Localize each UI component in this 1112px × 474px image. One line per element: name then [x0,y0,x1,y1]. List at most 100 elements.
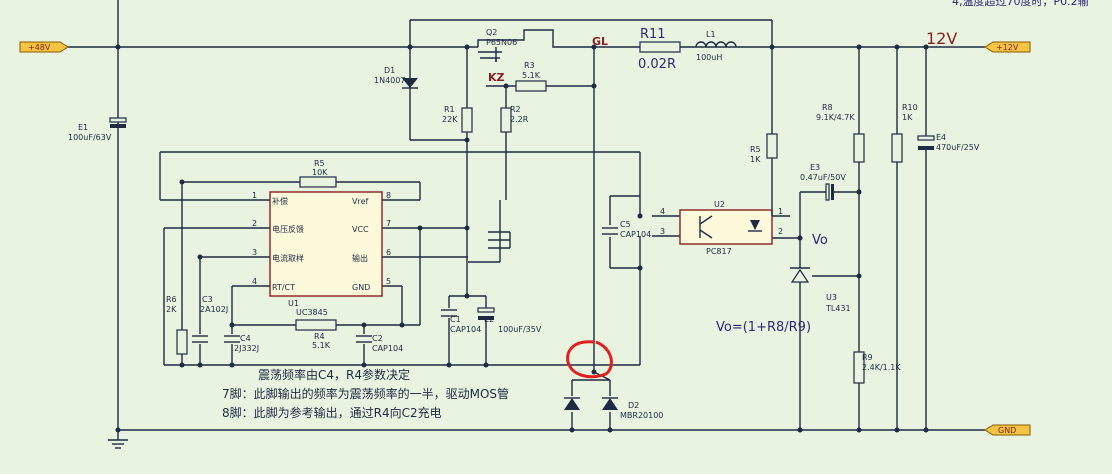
ic-u1[interactable]: U1 UC3845 1 补偿 2 电压反馈 3 电流取样 4 RT/CT 8 V… [252,191,391,317]
e1-value: 100uF/63V [68,133,112,142]
u1-ref: U1 [288,299,299,308]
capacitor-c2[interactable]: C2 CAP104 [356,334,403,353]
capacitor-e2[interactable]: E2 100uF/35V [477,307,542,334]
d1-value: 1N4007 [374,76,405,85]
u1-pin-1-num: 1 [252,191,257,200]
u1-pin-8-num: 8 [386,191,391,200]
u1-pin-2-num: 2 [252,219,257,228]
optocoupler-u2[interactable]: U2 PC817 4 3 1 2 [660,200,790,256]
r10-value: 1K [902,113,913,122]
resistor-r11[interactable]: R11 0.02R [638,27,681,72]
r8-value: 9.1K/4.7K [816,113,855,122]
wires [68,0,985,449]
resistor-r8[interactable]: R8 9.1K/4.7K [816,103,865,163]
port-12v-out[interactable]: +12V [984,41,1031,53]
r2-value: 2.2R [510,115,529,124]
u1-pin-1-name: 补偿 [272,196,288,206]
u1-pin-5-num: 5 [386,277,391,286]
c2-ref: C2 [372,334,383,343]
e2-value: 100uF/35V [498,325,542,334]
e3-ref: E3 [810,163,820,172]
capacitor-c3[interactable]: C3 2A102J [192,295,228,343]
capacitor-e3[interactable]: E3 0.47uF/50V [800,163,846,201]
q2-value: P65N06 [486,38,517,47]
port-gnd-label: GND [998,426,1016,435]
resistor-r5-left[interactable]: R5 10K [299,159,337,188]
d2-ref: D2 [628,401,639,410]
e4-value: 470uF/25V [936,143,980,152]
r2-ref: R2 [510,105,521,114]
u1-pin-7-name: VCC [352,225,369,234]
u1-pin-3-num: 3 [252,248,257,257]
net-label-gl: GL [592,35,608,48]
top-note: 4,温度超过70度时，P0.2输 [952,0,1089,8]
u1-pin-6-num: 6 [386,248,391,257]
r8-ref: R8 [822,103,833,112]
d1-ref: D1 [384,66,395,75]
resistor-r4[interactable]: R4 5.1K [295,319,337,350]
resistor-r9[interactable]: R9 2.4K/1.1K [853,351,901,384]
r5b-ref: R5 [750,145,761,154]
l1-ref: L1 [706,30,716,39]
u1-pin-2-name: 电压反馈 [272,224,304,234]
r9-ref: R9 [862,353,873,362]
resistor-r2[interactable]: R2 2.2R [500,105,529,133]
r10-ref: R10 [902,103,918,112]
diode-d2[interactable]: D2 MBR20100 [564,397,663,420]
u1-pin-8-name: Vref [352,197,369,206]
r4-value: 5.1K [312,341,331,350]
r4-ref: R4 [314,332,325,341]
u1-pin-3-name: 电流取样 [272,253,304,263]
resistor-r5-right[interactable]: R5 1K [750,133,778,164]
r3-ref: R3 [524,61,535,70]
resistor-r1[interactable]: R1 22K [442,105,473,133]
r11-ref: R11 [640,27,666,42]
u1-pin-6-name: 输出 [352,253,368,263]
diode-d1[interactable]: D1 1N4007 [374,66,418,89]
c2-value: CAP104 [372,344,403,353]
e1-ref: E1 [78,123,88,132]
port-gnd[interactable]: GND [984,424,1031,436]
port-48v-in[interactable]: +48V [19,41,69,53]
resistor-r10[interactable]: R10 1K [891,103,918,163]
mosfet-q2[interactable]: Q2 P65N06 [478,28,517,62]
r5b-value: 1K [750,155,761,164]
r3-value: 5.1K [522,71,541,80]
u2-pin-4: 4 [660,207,665,216]
c3-ref: C3 [202,295,213,304]
capacitor-c1[interactable]: C1 CAP104 [441,309,481,334]
capacitor-c5[interactable]: C5 CAP104 [602,220,651,239]
resistor-r6[interactable]: R6 2K [166,295,188,355]
r6-value: 2K [166,305,177,314]
c5-ref: C5 [620,220,631,229]
r1-value: 22K [442,115,458,124]
junctions [115,44,929,433]
capacitor-c4[interactable]: C4 2J332J [224,334,259,353]
capacitor-e4[interactable]: E4 470uF/25V [917,133,980,152]
e3-value: 0.47uF/50V [800,173,846,182]
l1-value: 100uH [696,53,722,62]
u2-pin-3: 3 [660,227,665,236]
u2-value: PC817 [706,247,732,256]
r11-value: 0.02R [638,57,676,72]
u2-pin-1: 1 [778,207,783,216]
c5-value: CAP104 [620,230,651,239]
u3-value: TL431 [825,304,851,313]
regulator-u3[interactable]: U3 TL431 [790,258,851,313]
q2-ref: Q2 [486,28,497,37]
u1-pin-7-num: 7 [386,219,391,228]
resistor-r3[interactable]: R3 5.1K [515,61,547,92]
net-label-kz: KZ [488,71,505,84]
c3-value: 2A102J [200,305,228,314]
r5a-ref: R5 [314,159,325,168]
formula-text: Vo=(1+R8/R9) [716,320,811,335]
capacitor-e1[interactable]: E1 100uF/63V [68,117,127,142]
c1-value: CAP104 [450,325,481,334]
highlight-circle [566,340,613,379]
net-label-12v: 12V [926,29,957,48]
u2-pin-2: 2 [778,227,783,236]
r6-ref: R6 [166,295,177,304]
r9-value: 2.4K/1.1K [862,363,901,372]
inductor-l1[interactable]: L1 100uH [695,30,737,62]
